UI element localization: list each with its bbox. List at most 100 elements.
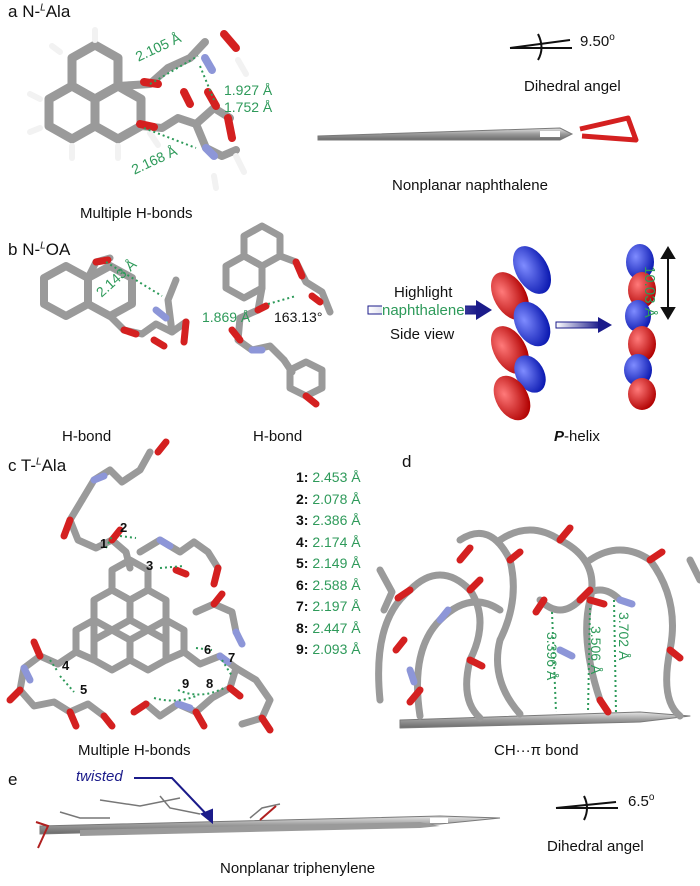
panel-e-dihedral-symbol (555, 795, 618, 821)
panel-c-hbond-lines (49, 535, 233, 702)
bond-list-item: 2: 2.078 Å (296, 489, 361, 511)
panel-a-angle: 9.50o (580, 32, 615, 50)
panel-b-molecule-suffix: OA (45, 240, 71, 259)
panel-b-structure-1 (40, 254, 190, 350)
panel-c-molecule-prefix: T- (20, 456, 37, 475)
panel-c-site-8: 8 (206, 676, 214, 691)
panel-a-label: a N-LAla (8, 2, 70, 22)
bond-list-item: 9: 2.093 Å (296, 639, 361, 661)
panel-b-pitch: 10.03 Å (641, 266, 658, 318)
panel-b-naphthalene: naphthalene (382, 302, 465, 319)
panel-b-caption-1: H-bond (62, 428, 112, 445)
panel-c-site-4: 4 (62, 658, 70, 673)
bond-list-item: 5: 2.149 Å (296, 553, 361, 575)
bond-list-item: 3: 2.386 Å (296, 510, 361, 532)
bond-index: 9: (296, 641, 309, 657)
bond-index: 4: (296, 533, 309, 550)
bond-list-item: 6: 2.588 Å (296, 575, 361, 597)
panel-b-helix-1 (491, 246, 551, 421)
panel-b-molecule-prefix: N- (22, 240, 41, 259)
panel-a-dihedral-symbol (509, 33, 572, 61)
panel-a-distance-3: 1.752 Å (224, 99, 273, 115)
panel-c-site-9: 9 (182, 676, 190, 691)
bond-distance: 2.197 Å (312, 598, 361, 614)
panel-e-twisted: twisted (76, 768, 123, 785)
panel-e-caption-angle: Dihedral angel (547, 838, 644, 855)
panel-a-molecule-suffix: Ala (45, 2, 71, 21)
bond-distance: 2.453 Å (312, 469, 361, 485)
bond-distance: 2.149 Å (312, 555, 361, 571)
panel-c-triphenylene-structure (6, 438, 274, 734)
bond-distance: 2.386 Å (312, 512, 361, 528)
panel-b-caption-2: H-bond (253, 428, 303, 445)
panel-e-twisted-arrow (134, 777, 213, 825)
panel-c-site-3: 3 (146, 558, 154, 573)
panel-b-helix-2 (624, 244, 656, 410)
panel-b-structure-2 (222, 222, 334, 408)
panel-b-side-view: Side view (390, 326, 455, 343)
panel-b-helix-letter: P (554, 428, 565, 445)
panel-d-ch-pi-lines (551, 599, 617, 713)
panel-a-angle-unit: o (609, 32, 615, 43)
panel-a-letter: a (8, 2, 18, 21)
bond-distance: 2.447 Å (312, 619, 361, 636)
bond-index: 7: (296, 598, 309, 614)
panel-c-molecule-sup: L (36, 456, 42, 468)
panel-a-angle-value: 9.50 (580, 33, 610, 50)
bond-distance: 2.078 Å (312, 490, 361, 507)
panel-b-hbond-line-2 (267, 295, 297, 305)
panel-a-molecule-prefix: N- (22, 2, 41, 21)
panel-e-label: e (8, 770, 18, 789)
bond-distance: 2.093 Å (312, 641, 361, 657)
bond-list-item: 4: 2.174 Å (296, 532, 361, 554)
bond-index: 3: (296, 512, 309, 528)
panel-d-distance-2: 3.506 Å (588, 626, 604, 675)
bond-index: 2: (296, 490, 309, 507)
panel-c-site-5: 5 (80, 682, 88, 697)
panel-c-site-1: 1 (100, 536, 108, 551)
panel-a-naphthalene-structure (27, 27, 249, 191)
panel-c-letter: c (8, 456, 17, 475)
bond-distance: 2.588 Å (312, 576, 361, 593)
panel-d-caption: CH···π bond (494, 742, 579, 759)
panel-b-angle-label: 163.13° (274, 309, 323, 325)
panel-e-caption: Nonplanar triphenylene (220, 860, 376, 877)
bond-distance: 2.174 Å (312, 533, 361, 550)
bond-list-item: 8: 2.447 Å (296, 618, 361, 640)
panel-a-caption-angle: Dihedral angel (524, 78, 621, 95)
panel-a-side-view-naphthalene (317, 115, 639, 143)
panel-a-hbond-lines (143, 55, 215, 149)
bond-list-item: 7: 2.197 Å (296, 596, 361, 618)
bond-list-item: 1: 2.453 Å (296, 467, 361, 489)
panel-b-highlight: Highlight (394, 284, 453, 301)
panel-a-distance-2: 1.927 Å (224, 82, 273, 98)
panel-b-distance-2: 1.869 Å (202, 309, 251, 325)
panel-c-caption: Multiple H-bonds (78, 742, 191, 759)
panel-d-side-structure (375, 524, 700, 729)
panel-b-helix-suffix: -helix (564, 428, 600, 445)
panel-d-distance-3: 3.702 Å (616, 612, 632, 661)
panel-e-angle-unit: o (648, 792, 655, 803)
panel-a-caption-right: Nonplanar naphthalene (392, 177, 548, 194)
bond-index: 1: (296, 469, 309, 485)
panel-d-distance-1: 3.396 Å (544, 632, 560, 681)
panel-b-arrow-2 (555, 317, 612, 333)
panel-c-site-6: 6 (204, 642, 212, 657)
panel-a-molecule-sup: L (40, 2, 46, 14)
panel-b-helix-caption: P-helix (554, 428, 600, 445)
panel-c-molecule-suffix: Ala (41, 456, 67, 475)
panel-b-pitch-arrow (660, 246, 676, 320)
panel-c-site-2: 2 (120, 520, 128, 535)
panel-b-label: b N-LOA (8, 240, 70, 260)
panel-a-caption-left: Multiple H-bonds (80, 205, 193, 222)
bond-index: 6: (296, 576, 309, 593)
panel-c-label: c T-LAla (8, 456, 66, 476)
bond-index: 5: (296, 555, 309, 571)
bond-index: 8: (296, 619, 309, 636)
panel-e-side-view-triphenylene (35, 795, 501, 849)
panel-d-label: d (402, 452, 412, 471)
panel-b-hbond-line-1 (105, 261, 163, 297)
panel-c-site-7: 7 (228, 650, 236, 665)
